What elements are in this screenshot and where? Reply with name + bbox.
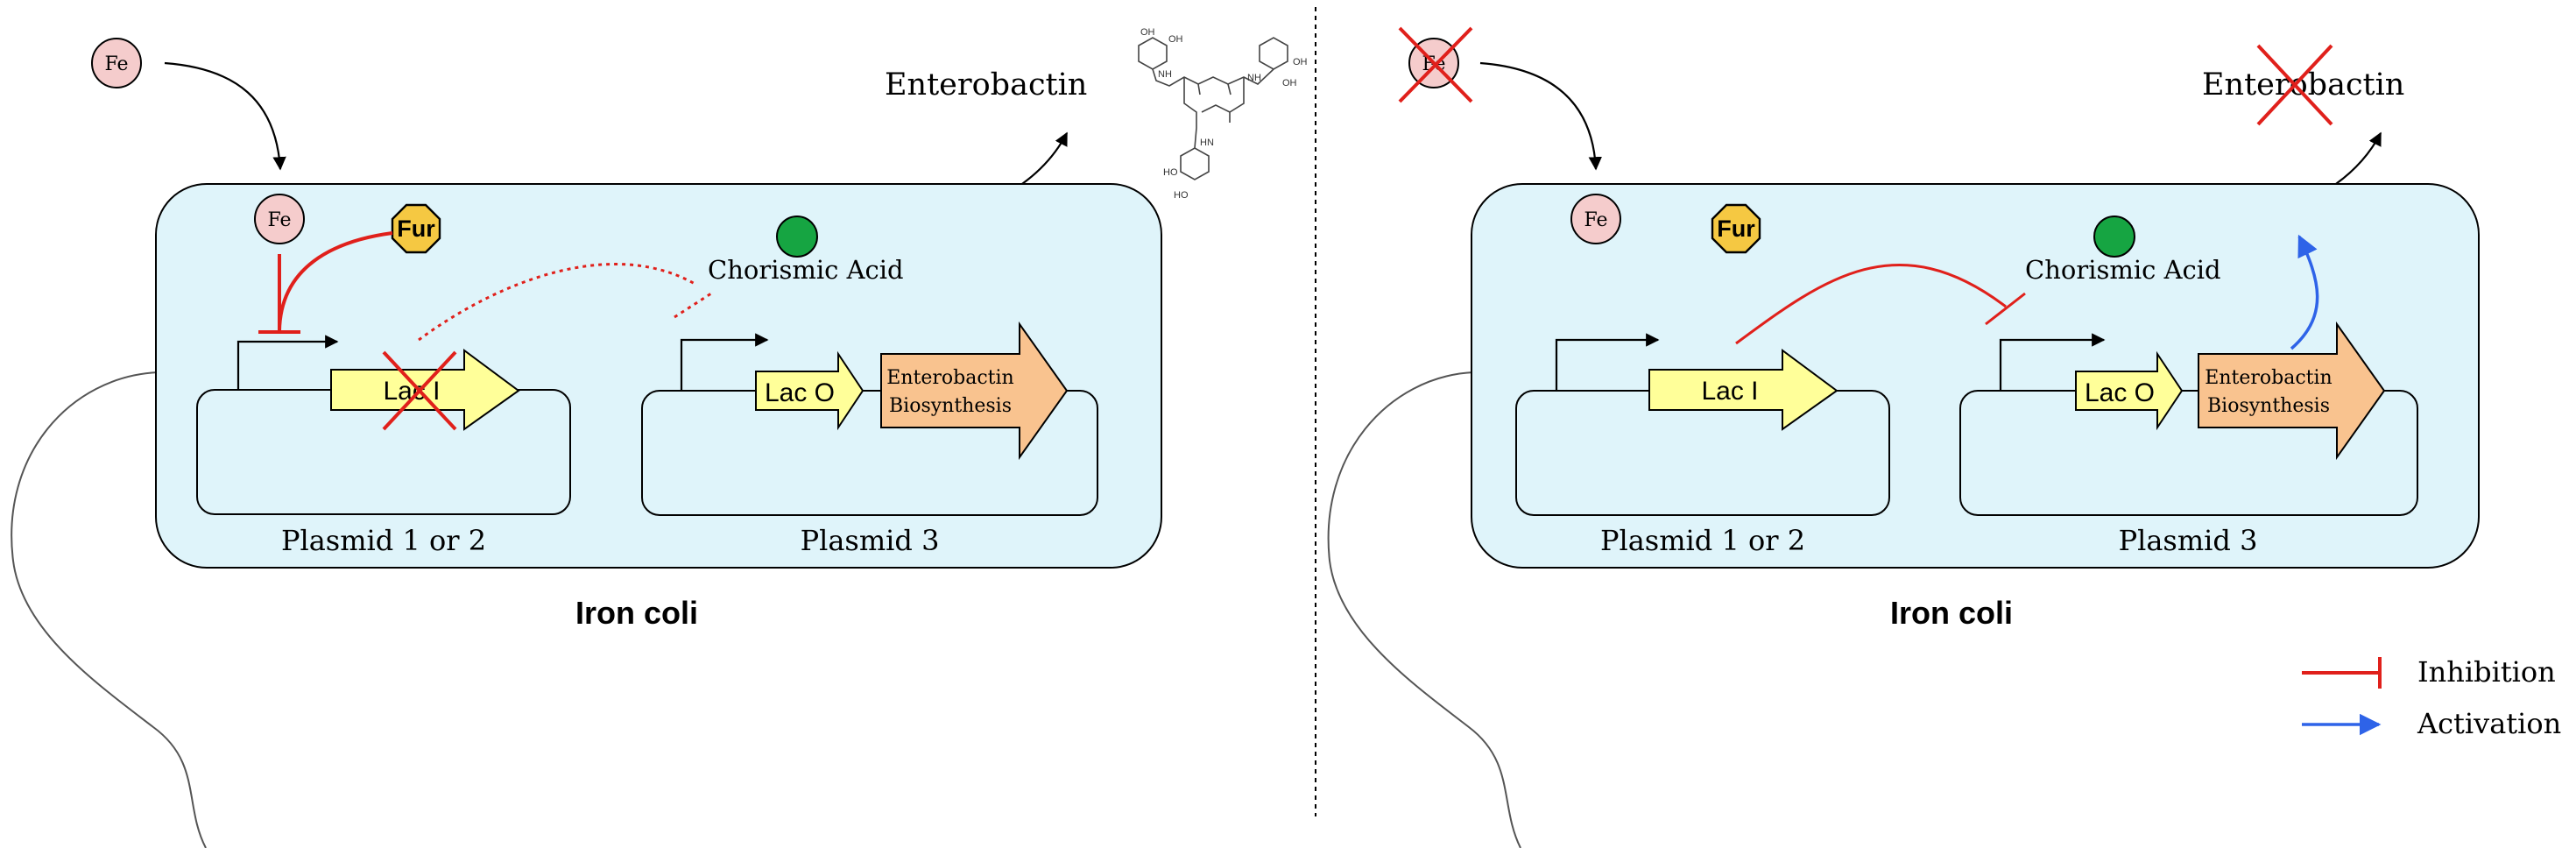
laco-label: Lac O — [2085, 378, 2155, 407]
fur-label: Fur — [1717, 216, 1755, 242]
fe-external-node: Fe — [91, 38, 142, 88]
panel-caption: Iron coli — [575, 595, 698, 631]
chorismic-acid-node — [2093, 216, 2135, 258]
chorismic-acid-label: Chorismic Acid — [708, 255, 904, 285]
chorismic-acid-node — [776, 216, 818, 258]
biosynthesis-label-line1: Enterobactin — [2205, 367, 2332, 389]
nh-label-2: NH — [1247, 73, 1261, 83]
ho-label-2: HO — [1174, 190, 1189, 201]
fe-internal-label: Fe — [267, 209, 291, 231]
cell-body — [155, 183, 1162, 569]
fe-uptake-arrow — [1479, 61, 1602, 171]
laci-inhibition-arc — [1735, 263, 2007, 345]
fur-label: Fur — [397, 216, 435, 242]
laci-gene: Lac I — [330, 349, 520, 431]
red-x-mark-icon — [382, 350, 457, 431]
laco-gene: Lac O — [755, 350, 865, 431]
plasmid-a-label: Plasmid 1 or 2 — [1600, 524, 1805, 557]
oh-label-3: OH — [1293, 57, 1308, 67]
red-x-mark-icon — [1398, 26, 1473, 103]
oh-label-4: OH — [1282, 78, 1297, 88]
fe-external-label: Fe — [104, 53, 128, 75]
flagellum-line — [11, 371, 207, 848]
biosynthesis-gene: Enterobactin Biosynthesis — [880, 321, 1069, 461]
fe-internal-node: Fe — [1570, 194, 1621, 244]
nh-label-1: NH — [1158, 69, 1172, 80]
fe-uptake-arrow — [164, 61, 286, 171]
plasmid-b-loop — [641, 390, 1098, 516]
plasmid-b-label: Plasmid 3 — [801, 524, 940, 557]
legend-activation-label: Activation — [2417, 707, 2561, 740]
nh-label-3: HN — [1200, 138, 1214, 148]
laco-label: Lac O — [765, 378, 835, 407]
promoter-arrow-icon — [236, 335, 339, 390]
biosynthesis-label-line1: Enterobactin — [886, 367, 1013, 389]
red-x-mark-icon — [2256, 44, 2333, 126]
laci-gene: Lac I — [1648, 349, 1838, 431]
fe-internal-node: Fe — [254, 194, 305, 244]
legend-inhibition-label: Inhibition — [2417, 655, 2556, 689]
activation-arrow — [2290, 234, 2319, 350]
chorismic-acid-label: Chorismic Acid — [2025, 255, 2221, 285]
plasmid-b-label: Plasmid 3 — [2119, 524, 2258, 557]
plasmid-a-label: Plasmid 1 or 2 — [281, 524, 486, 557]
panel-caption: Iron coli — [1890, 595, 2013, 631]
fur-protein: Fur — [1711, 203, 1761, 254]
biosynthesis-label-line2: Biosynthesis — [889, 395, 1012, 417]
promoter-arrow-icon — [680, 333, 769, 391]
enterobactin-structure — [1138, 37, 1288, 180]
enterobactin-label: Enterobactin — [2202, 67, 2404, 102]
biosynthesis-label-line2: Biosynthesis — [2207, 395, 2330, 417]
enterobactin-label: Enterobactin — [885, 67, 1087, 102]
ho-label-1: HO — [1163, 167, 1178, 178]
cell-body — [1471, 183, 2480, 569]
fur-inhibition-arc — [278, 231, 393, 332]
laco-gene: Lac O — [2075, 350, 2184, 431]
fe-internal-label: Fe — [1584, 209, 1607, 231]
right-panel: Fe Enterobactin Fe Fur Chorismic Acid — [1327, 26, 2561, 848]
fur-protein: Fur — [391, 203, 441, 254]
laci-label: Lac I — [1701, 377, 1758, 406]
laci-dotted-inhibition — [418, 263, 697, 342]
oh-label-2: OH — [1168, 34, 1183, 45]
flagellum-line — [1327, 371, 1521, 848]
promoter-arrow-icon — [1555, 333, 1660, 391]
left-panel: Fe Enterobactin OH OH OH OH NH NH HN HO … — [11, 27, 1308, 848]
oh-label-1: OH — [1140, 27, 1155, 38]
inhibition-bar-3 — [1985, 292, 2026, 326]
plasmid-b-loop — [1959, 390, 2418, 516]
promoter-arrow-icon — [1999, 333, 2106, 391]
legend: Inhibition Activation — [2302, 655, 2561, 740]
biosynthesis-gene: Enterobactin Biosynthesis — [2198, 321, 2386, 461]
